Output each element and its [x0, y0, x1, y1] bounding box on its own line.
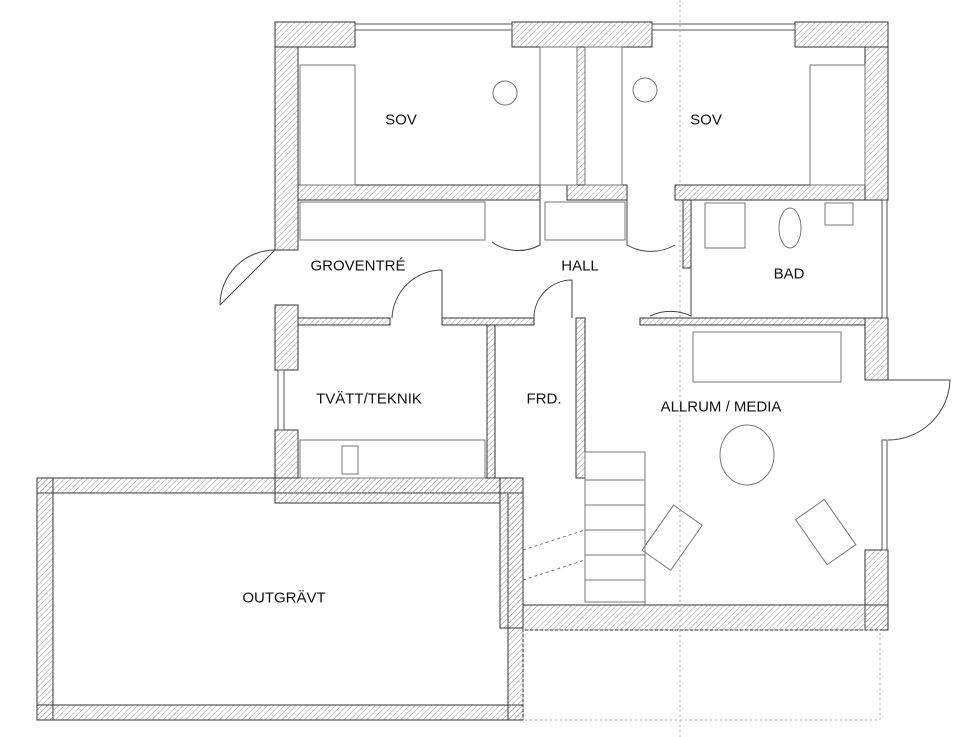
bed — [809, 64, 866, 186]
bed — [299, 64, 356, 186]
room-label-hall: HALL — [561, 257, 599, 275]
room-label-sov-1: SOV — [385, 111, 417, 129]
room-label-sov-2: SOV — [690, 111, 722, 129]
room-label-bad: BAD — [773, 265, 805, 283]
table — [719, 424, 775, 486]
room-label-allrum: ALLRUM / MEDIA — [660, 398, 782, 416]
furniture — [299, 46, 866, 605]
doors — [219, 200, 951, 441]
windows — [277, 23, 888, 551]
chair — [492, 80, 518, 106]
chair — [632, 77, 658, 103]
sink — [824, 202, 854, 226]
room-label-outgravt: OUTGRÄVT — [242, 589, 326, 607]
room-label-groventre: GROVENTRÉ — [310, 257, 406, 275]
room-label-frd: FRD. — [526, 390, 562, 408]
stairs — [584, 451, 646, 603]
toilet — [778, 207, 802, 249]
walls — [36, 21, 889, 721]
sofa — [692, 331, 842, 383]
room-label-tvatt: TVÄTT/TEKNIK — [316, 390, 422, 408]
outside-dashed — [522, 0, 881, 737]
